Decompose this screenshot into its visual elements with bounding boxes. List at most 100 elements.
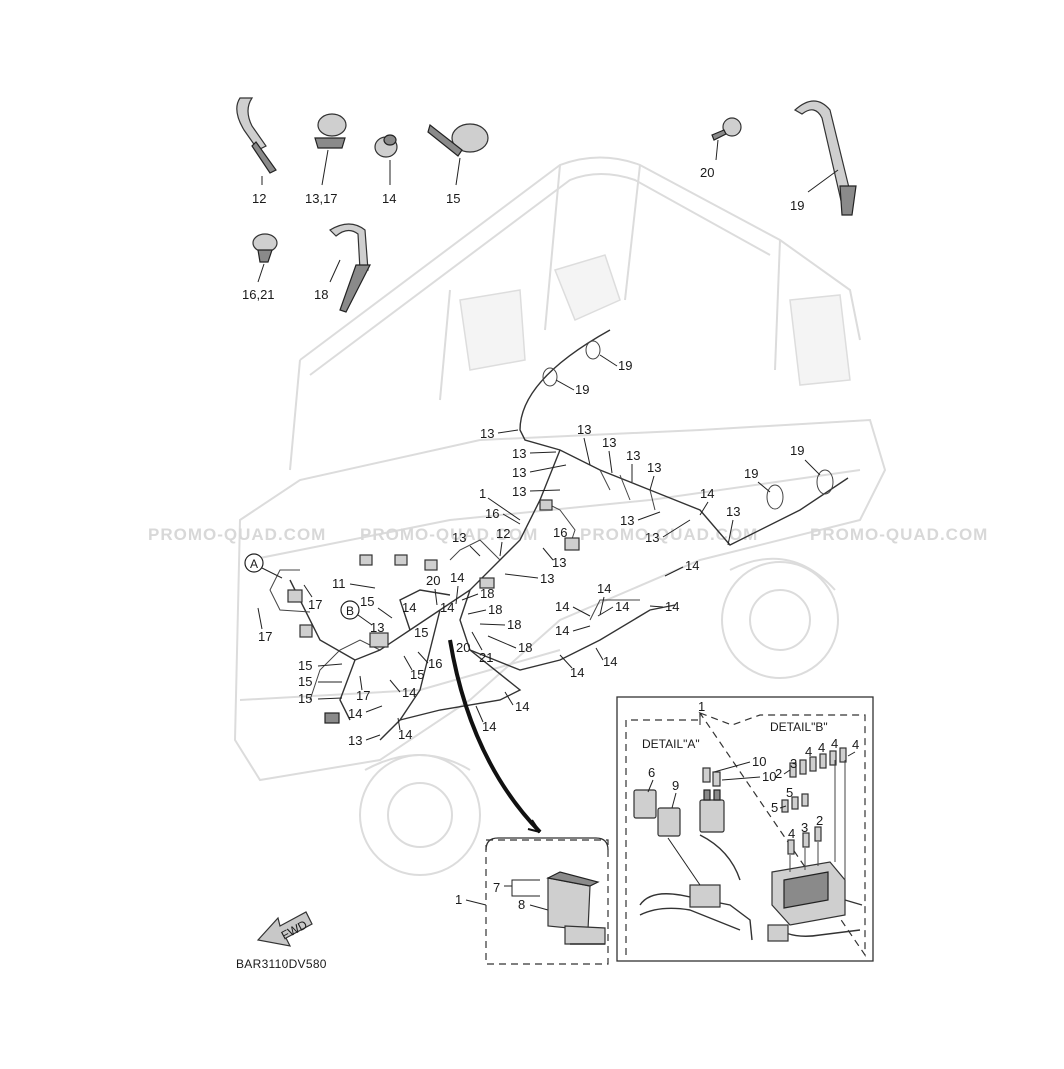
label-1-main: 1	[479, 486, 486, 501]
label-14-b: 14	[402, 600, 416, 615]
label-17-a: 17	[308, 597, 322, 612]
label-4-c: 4	[831, 736, 838, 751]
label-15-b: 15	[414, 625, 428, 640]
detail-b-fuses	[781, 747, 847, 855]
label-18-top: 18	[314, 287, 328, 302]
label-19-c: 19	[744, 466, 758, 481]
loose-parts: 12 13,17 14 15 20	[236, 97, 857, 313]
label-3-b: 3	[801, 820, 808, 835]
callout-a: A	[244, 553, 283, 579]
label-13-o: 13	[370, 620, 384, 635]
label-14-o: 14	[570, 665, 584, 680]
label-17-c: 17	[356, 688, 370, 703]
diagram-code: BAR3110DV580	[236, 957, 327, 971]
part-20-tie: 20	[700, 117, 742, 180]
label-14-i: 14	[597, 581, 611, 596]
label-16-c: 16	[428, 656, 442, 671]
label-6: 6	[648, 765, 655, 780]
watermark-3: PROMO-QUAD.COM	[580, 525, 758, 544]
label-10-a: 10	[752, 754, 766, 769]
detail-box-ab: 1 DETAIL"A" DETAIL"B" 6 9 10 10	[616, 696, 874, 962]
label-20-b: 20	[456, 640, 470, 655]
label-1-detail: 1	[698, 699, 705, 714]
label-14-l: 14	[665, 599, 679, 614]
label-13-n: 13	[540, 571, 554, 586]
label-20-top: 20	[700, 165, 714, 180]
label-7: 7	[493, 880, 500, 895]
label-14-g: 14	[700, 486, 714, 501]
watermarks: PROMO-QUAD.COM PROMO-QUAD.COM PROMO-QUAD…	[148, 525, 987, 544]
label-13-d: 13	[512, 484, 526, 499]
label-14-h: 14	[685, 558, 699, 573]
label-19-a: 19	[618, 358, 632, 373]
label-13-k: 13	[726, 504, 740, 519]
label-14-q: 14	[482, 719, 496, 734]
label-13-17: 13,17	[305, 191, 338, 206]
label-13-h: 13	[647, 460, 661, 475]
callout-b: B	[340, 600, 373, 626]
label-13-f: 13	[602, 435, 616, 450]
label-14-d: 14	[402, 685, 416, 700]
label-8: 8	[518, 897, 525, 912]
label-14-f: 14	[398, 727, 412, 742]
part-12-band: 12	[236, 97, 277, 206]
label-1-relay: 1	[455, 892, 462, 907]
label-14-j: 14	[555, 599, 569, 614]
label-3-a: 3	[790, 756, 797, 771]
callout-b-label: B	[346, 604, 354, 618]
label-4-e: 4	[788, 826, 795, 841]
label-17-b: 17	[258, 629, 272, 644]
label-18-d: 18	[518, 640, 532, 655]
label-13-p: 13	[348, 733, 362, 748]
label-14-n: 14	[603, 654, 617, 669]
label-13-m: 13	[552, 555, 566, 570]
label-4-d: 4	[852, 737, 859, 752]
watermark-2: PROMO-QUAD.COM	[360, 525, 538, 544]
label-2-b: 2	[816, 813, 823, 828]
label-21: 21	[479, 650, 493, 665]
label-14-c: 14	[440, 600, 454, 615]
main-labels: 19 19 19 19 13 13 13 13 13 13 13 13 13 1…	[257, 354, 821, 748]
label-4-a: 4	[805, 744, 812, 759]
label-10-b: 10	[762, 769, 776, 784]
label-15-d: 15	[298, 658, 312, 673]
part-13-17-clip: 13,17	[305, 113, 347, 206]
detail-b-title: DETAIL"B"	[770, 720, 828, 734]
label-12-top: 12	[252, 191, 266, 206]
label-18-c: 18	[507, 617, 521, 632]
label-14-e: 14	[348, 706, 362, 721]
label-13-g: 13	[626, 448, 640, 463]
label-18-a: 18	[480, 586, 494, 601]
label-16-b: 16	[553, 525, 567, 540]
label-16-a: 16	[485, 506, 499, 521]
part-15-strap: 15	[427, 123, 489, 206]
label-15-a: 15	[360, 594, 374, 609]
label-13-i: 13	[620, 513, 634, 528]
label-14-top: 14	[382, 191, 396, 206]
detail-a-title: DETAIL"A"	[642, 737, 700, 751]
detail-box-relay: 1 7 8	[455, 837, 609, 965]
label-9: 9	[672, 778, 679, 793]
label-14-k: 14	[615, 599, 629, 614]
label-19-d: 19	[790, 443, 804, 458]
label-14-m: 14	[555, 623, 569, 638]
label-19-b: 19	[575, 382, 589, 397]
label-13-a: 13	[480, 426, 494, 441]
label-14-a: 14	[450, 570, 464, 585]
label-19-top: 19	[790, 198, 804, 213]
label-15-e: 15	[298, 674, 312, 689]
label-14-p: 14	[515, 699, 529, 714]
part-16-21-clip: 16,21	[242, 233, 278, 302]
label-5-b: 5	[771, 800, 778, 815]
part-18-tie: 18	[314, 223, 371, 313]
watermark-1: PROMO-QUAD.COM	[148, 525, 326, 544]
part-19-long-tie: 19	[790, 100, 857, 216]
label-13-b: 13	[512, 446, 526, 461]
label-2-a: 2	[775, 766, 782, 781]
part-14-grommet: 14	[374, 134, 398, 206]
label-4-b: 4	[818, 740, 825, 755]
label-5-a: 5	[786, 785, 793, 800]
label-18-b: 18	[488, 602, 502, 617]
label-16-21: 16,21	[242, 287, 275, 302]
